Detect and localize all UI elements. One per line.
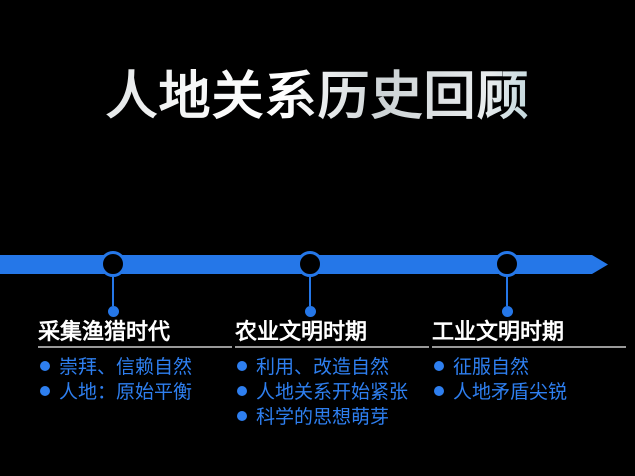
bullet-dot-icon bbox=[237, 385, 247, 396]
bullet-item: 人地关系开始紧张 bbox=[235, 378, 429, 403]
timeline-circle-icon bbox=[494, 251, 520, 277]
bullet-item: 人地：原始平衡 bbox=[38, 378, 232, 403]
timeline-node-3 bbox=[494, 251, 520, 317]
era-column-industrial: 工业文明时期 征服自然 人地矛盾尖锐 bbox=[432, 319, 626, 403]
bullet-dot-icon bbox=[434, 385, 444, 396]
timeline-dot-icon bbox=[501, 306, 513, 317]
bullet-item: 科学的思想萌芽 bbox=[235, 403, 429, 428]
bullet-text: 利用、改造自然 bbox=[256, 357, 390, 378]
timeline-circle-icon bbox=[100, 251, 126, 277]
bullet-list: 崇拜、信赖自然 人地：原始平衡 bbox=[38, 353, 232, 403]
bullet-item: 崇拜、信赖自然 bbox=[38, 353, 232, 378]
bullet-item: 人地矛盾尖锐 bbox=[432, 378, 626, 403]
bullet-dot-icon bbox=[237, 410, 247, 421]
bullet-item: 利用、改造自然 bbox=[235, 353, 429, 378]
timeline-dot-icon bbox=[304, 306, 316, 317]
era-column-agricultural: 农业文明时期 利用、改造自然 人地关系开始紧张 科学的思想萌芽 bbox=[235, 319, 429, 428]
timeline-node-2 bbox=[297, 251, 323, 317]
slide-title: 人地关系历史回顾 bbox=[0, 62, 635, 132]
bullet-list: 利用、改造自然 人地关系开始紧张 科学的思想萌芽 bbox=[235, 353, 429, 428]
bullet-dot-icon bbox=[40, 385, 50, 396]
timeline-node-1 bbox=[100, 251, 126, 317]
timeline-stem bbox=[309, 277, 311, 306]
bullet-text: 崇拜、信赖自然 bbox=[59, 357, 193, 378]
bullet-text: 人地关系开始紧张 bbox=[256, 382, 409, 403]
bullet-item: 征服自然 bbox=[432, 353, 626, 378]
era-column-gathering: 采集渔猎时代 崇拜、信赖自然 人地：原始平衡 bbox=[38, 319, 232, 403]
column-title: 采集渔猎时代 bbox=[38, 319, 171, 344]
column-underline bbox=[235, 346, 429, 348]
bullet-text: 科学的思想萌芽 bbox=[256, 407, 390, 428]
timeline-circle-icon bbox=[297, 251, 323, 277]
column-title: 农业文明时期 bbox=[235, 319, 368, 344]
bullet-dot-icon bbox=[434, 360, 444, 371]
column-underline bbox=[38, 346, 232, 348]
bullet-dot-icon bbox=[237, 360, 247, 371]
bullet-text: 人地：原始平衡 bbox=[59, 382, 193, 403]
bullet-dot-icon bbox=[40, 360, 50, 371]
column-underline bbox=[432, 346, 626, 348]
column-title: 工业文明时期 bbox=[432, 319, 565, 344]
timeline-dot-icon bbox=[107, 306, 119, 317]
bullet-text: 人地矛盾尖锐 bbox=[453, 382, 568, 403]
timeline-stem bbox=[506, 277, 508, 306]
timeline-stem bbox=[112, 277, 114, 306]
bullet-list: 征服自然 人地矛盾尖锐 bbox=[432, 353, 626, 403]
bullet-text: 征服自然 bbox=[453, 357, 530, 378]
